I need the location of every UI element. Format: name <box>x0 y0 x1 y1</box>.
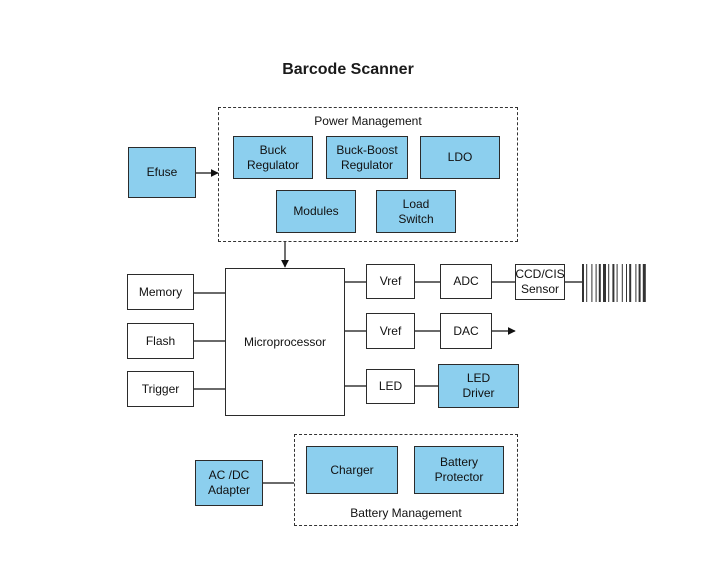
barcode-stripe <box>598 264 601 302</box>
memory-block: Memory <box>127 274 194 310</box>
charger-block: Charger <box>306 446 398 494</box>
efuse-block: Efuse <box>128 147 196 198</box>
adc-block: ADC <box>440 264 492 299</box>
barcode-stripe <box>638 264 641 302</box>
microprocessor-block: Microprocessor <box>225 268 345 416</box>
barcode-stripe <box>635 264 637 302</box>
led-driver-block: LED Driver <box>438 364 519 408</box>
trigger-block: Trigger <box>127 371 194 407</box>
barcode-stripe <box>626 264 627 302</box>
barcode-stripe <box>642 264 646 302</box>
barcode-stripe <box>612 264 615 302</box>
ldo-block: LDO <box>420 136 500 179</box>
barcode-stripe <box>603 264 606 302</box>
buck-regulator-block: Buck Regulator <box>233 136 313 179</box>
vref-block-2: Vref <box>366 313 415 349</box>
barcode-stripe <box>616 264 618 302</box>
vref-block-1: Vref <box>366 264 415 299</box>
battery-management-group <box>294 434 518 526</box>
modules-block: Modules <box>276 190 356 233</box>
barcode-stripe <box>582 264 584 302</box>
buck-boost-regulator-block: Buck-Boost Regulator <box>326 136 408 179</box>
barcode-stripe <box>586 264 588 302</box>
ac-dc-adapter-block: AC /DC Adapter <box>195 460 263 506</box>
power-management-group <box>218 107 518 242</box>
barcode-icon <box>582 264 646 302</box>
power-management-label: Power Management <box>314 114 422 128</box>
led-block: LED <box>366 369 415 404</box>
barcode-stripe <box>595 264 597 302</box>
load-switch-block: Load Switch <box>376 190 456 233</box>
barcode-stripe <box>629 264 632 302</box>
barcode-stripe <box>591 264 593 302</box>
ccd-cis-sensor-block: CCD/CIS Sensor <box>515 264 565 300</box>
dac-block: DAC <box>440 313 492 349</box>
diagram-title: Barcode Scanner <box>282 61 414 78</box>
barcode-stripe <box>608 264 610 302</box>
flash-block: Flash <box>127 323 194 359</box>
barcode-stripe <box>621 264 623 302</box>
battery-protector-block: Battery Protector <box>414 446 504 494</box>
battery-management-label: Battery Management <box>350 506 462 520</box>
